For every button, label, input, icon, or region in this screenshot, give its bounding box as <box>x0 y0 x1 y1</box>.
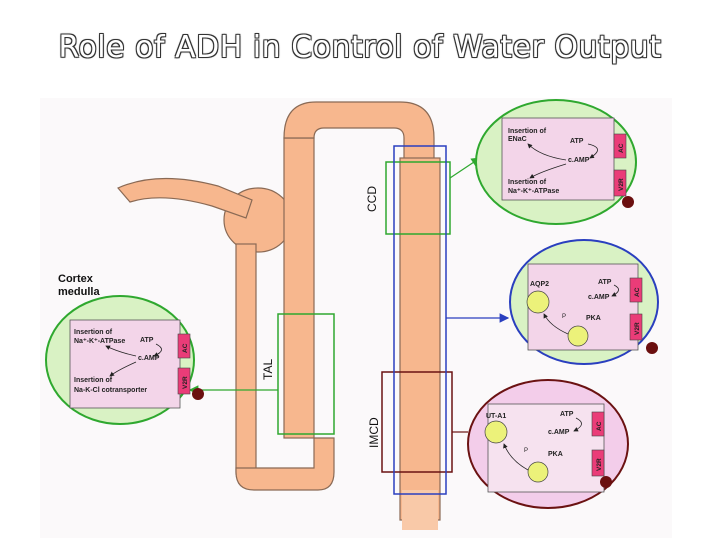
cell-top-camp: c.AMP <box>568 157 590 164</box>
cell-bottom-v2r-box <box>591 449 605 477</box>
cell-left-receptor-dot <box>192 388 204 400</box>
cell-left-ac-box <box>177 333 191 359</box>
descending-limb <box>235 243 257 475</box>
cell-left-v2r: V2R <box>182 376 189 389</box>
cell-left-tal: Insertion of Na⁺-K⁺-ATPase ATP c.AMP Ins… <box>45 295 204 425</box>
nephron-tubule <box>117 101 441 521</box>
cell-middle-p: P <box>562 314 566 320</box>
cell-middle-aqp2: AQP2 <box>530 281 549 288</box>
slide-title: Role of ADH in Control of Water Output <box>58 30 662 65</box>
cell-top-arrow-to-pump <box>529 163 567 179</box>
cell-top-pump-line1: Insertion of <box>508 179 547 186</box>
cell-top-arrow-to-enac <box>527 143 567 161</box>
cell-top-ccd: Insertion of ENaC ATP c.AMP Insertion of… <box>475 99 637 225</box>
cell-middle-aqp2-channel <box>526 290 550 314</box>
cell-middle-ac-box <box>629 277 643 303</box>
label-cortex: Cortex <box>58 273 94 285</box>
cell-top-pump-line2: Na⁺-K⁺-ATPase <box>508 188 559 195</box>
cell-bottom-arrow-vesicle <box>503 443 529 471</box>
cell-left-arrow-atp-camp <box>153 343 162 357</box>
tal-highlight-box <box>277 313 335 435</box>
adh-nephron-diagram: CCD TAL IMCD Cortex medulla Insertion of… <box>40 98 672 538</box>
collecting-duct <box>399 157 441 521</box>
cell-bottom-v2r: V2R <box>596 458 603 471</box>
cell-middle-vesicle <box>567 325 589 347</box>
cell-left-atp: ATP <box>140 337 154 344</box>
cell-bottom-atp: ATP <box>560 411 574 418</box>
cell-left-ac: AC <box>182 343 189 353</box>
collecting-duct-blue-box <box>393 145 447 495</box>
duct-outlet <box>402 490 438 530</box>
cell-top-arrow-atp-camp <box>587 143 598 159</box>
cell-top-atp: ATP <box>570 138 584 145</box>
cell-top-v2r: V2R <box>618 178 625 191</box>
cell-middle-camp: c.AMP <box>588 294 610 301</box>
cell-middle-v2r: V2R <box>634 322 641 335</box>
cell-left-camp: c.AMP <box>138 355 160 362</box>
ccd-highlight-box <box>385 161 451 235</box>
label-tal: TAL <box>261 359 275 380</box>
proximal-tubule-segment <box>117 177 253 219</box>
cell-left-pump-line2: Na⁺-K⁺-ATPase <box>74 338 125 345</box>
cell-bottom-uta1: UT-A1 ATP c.AMP PKA P AC V2R <box>467 379 629 509</box>
cell-top-v2r-box <box>613 169 627 197</box>
cell-middle-aqp2: AQP2 ATP c.AMP PKA P AC V2R <box>509 239 659 365</box>
cell-top-membrane-box <box>501 117 615 201</box>
cell-left-arrow-to-cotransporter <box>109 361 137 377</box>
thick-ascending-limb <box>283 137 315 439</box>
arrow-to-top-cell <box>449 157 481 179</box>
cell-top-receptor-dot <box>622 196 634 208</box>
cell-middle-pka: PKA <box>586 315 601 322</box>
loop-of-henle-bottom <box>235 437 335 491</box>
cell-middle-arrow-atp-camp <box>611 284 619 297</box>
cell-left-membrane-box <box>69 319 181 409</box>
label-ccd: CCD <box>365 186 379 212</box>
cell-bottom-p: P <box>524 448 528 454</box>
cell-top-enac-line1: Insertion of <box>508 128 547 135</box>
cell-left-cotr-line2: Na-K-Cl cotransporter <box>74 387 147 394</box>
cell-middle-v2r-box <box>629 313 643 341</box>
cell-bottom-vesicle <box>527 461 549 483</box>
cell-bottom-camp: c.AMP <box>548 429 570 436</box>
cell-bottom-receptor-dot <box>600 476 612 488</box>
cell-middle-atp: ATP <box>598 279 612 286</box>
cell-bottom-uta1-channel <box>484 420 508 444</box>
cell-bottom-ac: AC <box>596 421 603 431</box>
cell-top-ac: AC <box>618 143 625 153</box>
cell-left-pump-line1: Insertion of <box>74 329 113 336</box>
cell-top-enac-line2: ENaC <box>508 136 527 143</box>
cell-left-cotr-line1: Insertion of <box>74 377 113 384</box>
cell-middle-receptor-dot <box>646 342 658 354</box>
cell-bottom-ac-box <box>591 411 605 437</box>
cell-bottom-arrow-atp-camp <box>573 417 582 432</box>
label-imcd: IMCD <box>367 417 381 448</box>
cell-top-ac-box <box>613 133 627 159</box>
label-medulla: medulla <box>58 286 100 298</box>
cell-bottom-uta1: UT-A1 <box>486 413 506 420</box>
cell-left-arrow-to-pump <box>105 345 137 357</box>
imcd-highlight-box <box>381 371 453 473</box>
cell-middle-ac: AC <box>634 287 641 297</box>
cell-left-v2r-box <box>177 367 191 395</box>
cell-bottom-pka: PKA <box>548 451 563 458</box>
cell-middle-arrow-vesicle <box>543 313 569 335</box>
